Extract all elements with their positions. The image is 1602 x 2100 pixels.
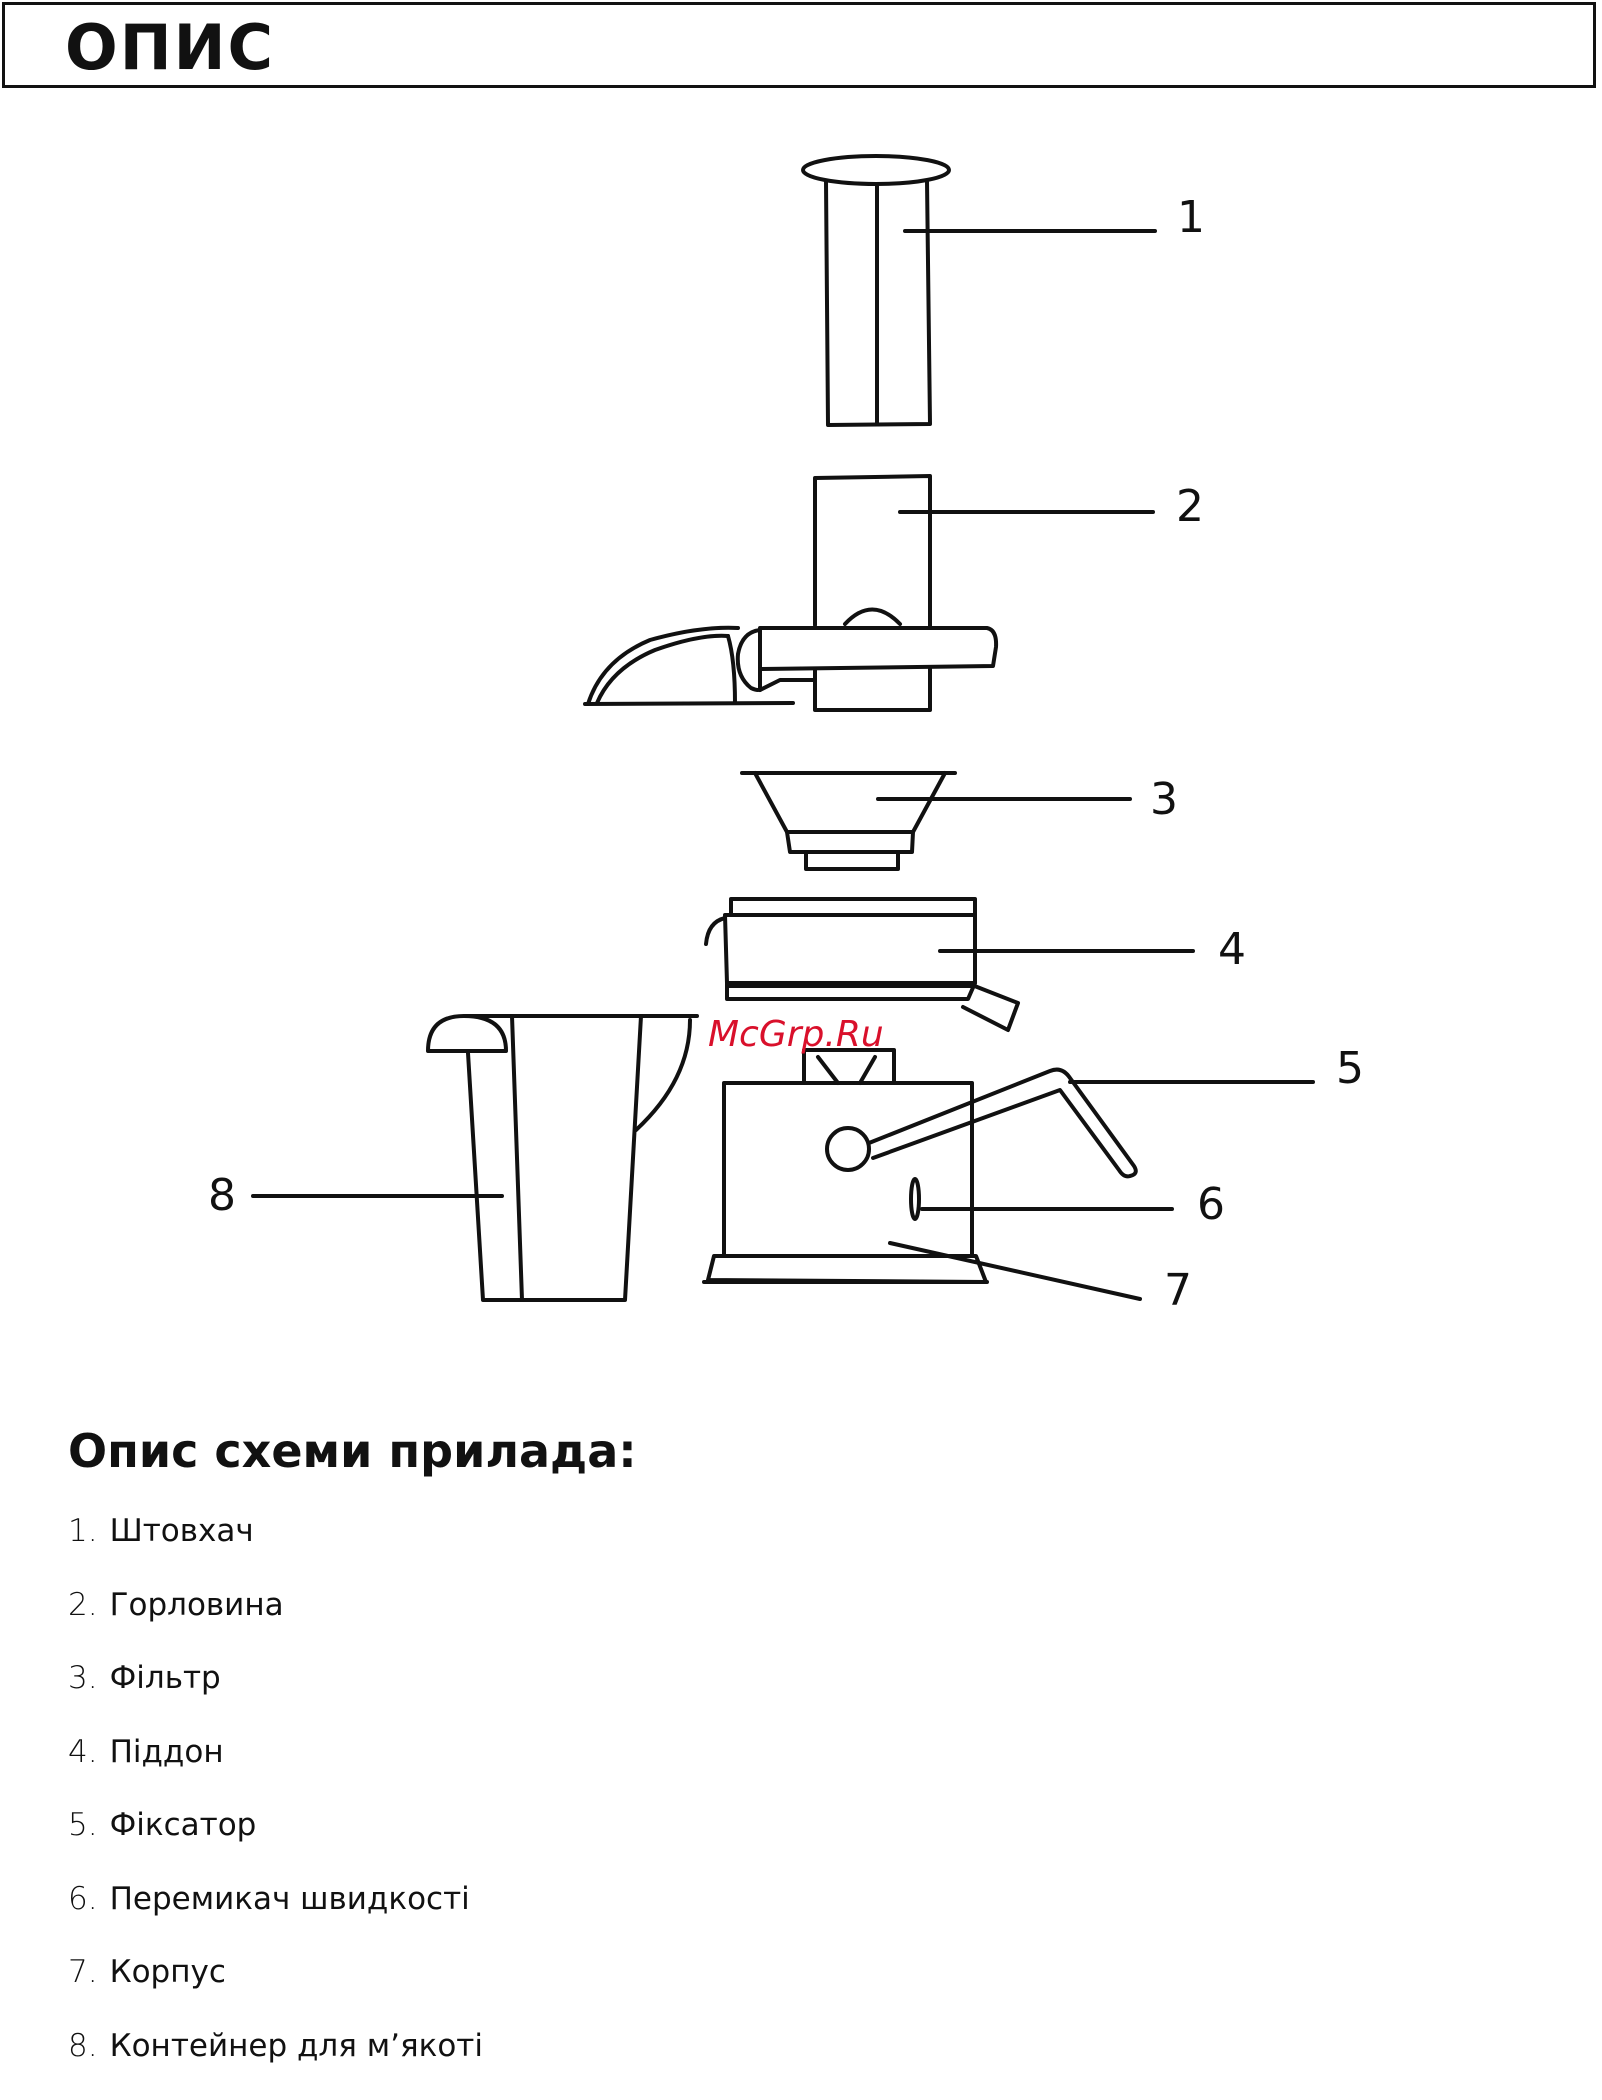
- watermark-text: McGrp.Ru: [708, 1014, 884, 1055]
- item-number: 4.: [68, 1733, 98, 1771]
- item-number: 8.: [68, 2027, 98, 2065]
- list-item: 8. Контейнер для м’якоті: [68, 2027, 483, 2100]
- filter-part: [742, 773, 1130, 869]
- item-number: 1.: [68, 1512, 98, 1550]
- pulp-container-part: [253, 1016, 697, 1300]
- list-item: 1. Штовхач: [68, 1512, 483, 1586]
- list-item: 2. Горловина: [68, 1586, 483, 1660]
- item-number: 5.: [68, 1806, 98, 1844]
- feed-chute-part: [585, 476, 1153, 710]
- item-number: 3.: [68, 1659, 98, 1697]
- item-label: Піддон: [110, 1733, 224, 1771]
- tray-part: [706, 899, 1193, 1030]
- list-item: 4. Піддон: [68, 1733, 483, 1807]
- legend-title: Опис схеми прилада:: [68, 1424, 637, 1478]
- item-label: Фіксатор: [110, 1806, 257, 1844]
- list-item: 3. Фільтр: [68, 1659, 483, 1733]
- item-number: 6.: [68, 1880, 98, 1918]
- list-item: 7. Корпус: [68, 1953, 483, 2027]
- callout-4: 4: [1218, 924, 1246, 975]
- item-label: Контейнер для м’якоті: [110, 2027, 483, 2065]
- callout-5: 5: [1336, 1043, 1364, 1094]
- item-number: 2.: [68, 1586, 98, 1624]
- motor-base-part: [704, 1050, 1313, 1299]
- callout-2: 2: [1176, 481, 1204, 532]
- list-item: 5. Фіксатор: [68, 1806, 483, 1880]
- juicer-exploded-diagram: McGrp.Ru 1 2 3 4 5 6 7 8: [0, 0, 1602, 1380]
- item-label: Фільтр: [110, 1659, 221, 1697]
- callout-1: 1: [1177, 192, 1205, 243]
- item-label: Перемикач швидкості: [110, 1880, 470, 1918]
- item-label: Горловина: [110, 1586, 284, 1624]
- callout-6: 6: [1197, 1179, 1225, 1230]
- item-label: Штовхач: [110, 1512, 254, 1550]
- item-label: Корпус: [110, 1953, 226, 1991]
- pusher-part: [803, 156, 1155, 425]
- item-number: 7.: [68, 1953, 98, 1991]
- list-item: 6. Перемикач швидкості: [68, 1880, 483, 1954]
- callout-7: 7: [1164, 1265, 1192, 1316]
- legend-list: 1.Штовхач 2.Горловина 3.Фільтр 4.Піддон …: [68, 1512, 483, 2100]
- callout-8: 8: [208, 1170, 236, 1221]
- callout-3: 3: [1150, 774, 1178, 825]
